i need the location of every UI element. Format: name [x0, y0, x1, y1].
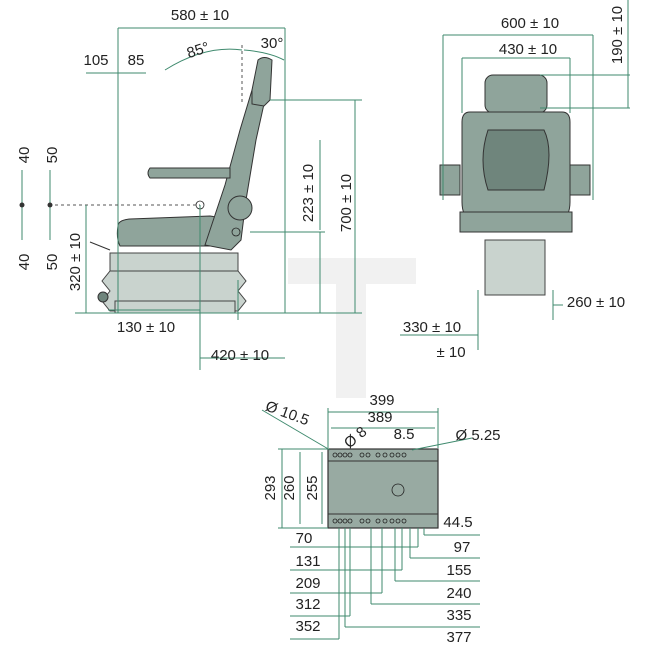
mounting-hole — [347, 518, 353, 524]
mounting-hole — [395, 452, 401, 458]
mounting-plate-dimensions: 399 389 Ø 10.5 Ø 8 Ø 5.25 8.5 293 260 25… — [261, 392, 501, 646]
headrest-adjust-label: 190 ± 10 — [609, 6, 626, 64]
mounting-hole — [347, 452, 353, 458]
mounting-hole — [389, 518, 395, 524]
dimension-line — [370, 528, 480, 605]
adjust-rear-label: 105 — [83, 52, 108, 69]
seat-width-tol-label: ± 10 — [436, 344, 465, 361]
mounting-plate — [327, 448, 439, 529]
height-outer-label: 293 — [262, 475, 279, 500]
dimension-line — [290, 528, 340, 640]
mounting-hole — [365, 452, 371, 458]
dimension-line — [344, 528, 480, 628]
mounting-hole — [332, 518, 338, 524]
backrest-width-label: 430 ± 10 — [499, 41, 557, 58]
adjust-front-label: 85 — [128, 52, 145, 69]
mounting-hole — [382, 518, 388, 524]
backrest-angle-back-label: 30° — [261, 35, 284, 52]
overall-depth-label: 580 ± 10 — [171, 7, 229, 24]
base-depth-label: 420 ± 10 — [211, 347, 269, 364]
dia-small-label: Ø 5.25 — [455, 427, 500, 444]
dimension-line — [290, 528, 383, 594]
height-mid-label: 260 — [281, 475, 298, 500]
left-dim-label: 131 — [295, 553, 320, 570]
dimension-line — [423, 528, 480, 536]
base-width-label: 260 ± 10 — [567, 294, 625, 311]
mounting-hole — [375, 518, 381, 524]
mounting-hole — [401, 518, 407, 524]
stroke-up-1-label: 40 — [16, 147, 33, 164]
mounting-hole — [365, 518, 371, 524]
front-view-dimensions: 600 ± 10 430 ± 10 190 ± 10 260 ± 10 330 … — [400, 0, 630, 361]
right-dim-label: 97 — [454, 539, 471, 556]
base-offset-label: 130 ± 10 — [117, 319, 175, 336]
adjust-knob-icon — [97, 291, 109, 303]
dimension-line — [394, 528, 480, 582]
left-dim-label: 70 — [296, 530, 313, 547]
dimension-line — [290, 528, 419, 548]
mounting-hole — [359, 518, 365, 524]
left-dim-label: 312 — [295, 596, 320, 613]
mounting-hole — [332, 452, 338, 458]
mounting-hole — [337, 518, 343, 524]
mounting-hole — [375, 452, 381, 458]
right-dim-label: 335 — [446, 607, 471, 624]
dimension-line — [290, 528, 351, 617]
seat-width-label: 330 ± 10 — [403, 319, 461, 336]
hole-span-label: 389 — [367, 409, 392, 426]
stroke-down-2-label: 50 — [44, 254, 61, 271]
stroke-down-1-label: 40 — [16, 254, 33, 271]
height-inner-label: 255 — [304, 475, 321, 500]
mounting-hole — [389, 452, 395, 458]
side-view-dimensions: 580 ± 10 105 85 85° 30° 223 ± 10 700 ± 1… — [16, 7, 362, 370]
dimension-line — [290, 528, 403, 571]
mounting-hole — [395, 518, 401, 524]
seat-height-label: 320 ± 10 — [67, 233, 84, 291]
mounting-hole — [342, 518, 348, 524]
mounting-hole — [337, 452, 343, 458]
left-dim-label: 209 — [295, 575, 320, 592]
mounting-hole — [342, 452, 348, 458]
mounting-hole — [359, 452, 365, 458]
armrest-height-label: 223 ± 10 — [300, 164, 317, 222]
left-dim-label: 352 — [295, 618, 320, 635]
right-dim-label: 155 — [446, 562, 471, 579]
edge-offset-label: 8.5 — [394, 426, 415, 443]
right-dim-label: 377 — [446, 629, 471, 646]
backrest-angle-fwd-label: 85° — [185, 39, 212, 62]
overall-width-label: 600 ± 10 — [501, 15, 559, 32]
mounting-hole — [401, 452, 407, 458]
watermark-logo — [288, 258, 416, 398]
side-view-seat — [89, 57, 273, 314]
right-dim-label: 240 — [446, 585, 471, 602]
outer-width-label: 399 — [369, 392, 394, 409]
front-view-seat — [439, 74, 591, 296]
stroke-up-2-label: 50 — [44, 147, 61, 164]
overall-height-label: 700 ± 10 — [338, 174, 355, 232]
dimension-line — [409, 528, 480, 559]
right-dim-label: 44.5 — [443, 514, 472, 531]
mounting-hole — [382, 452, 388, 458]
